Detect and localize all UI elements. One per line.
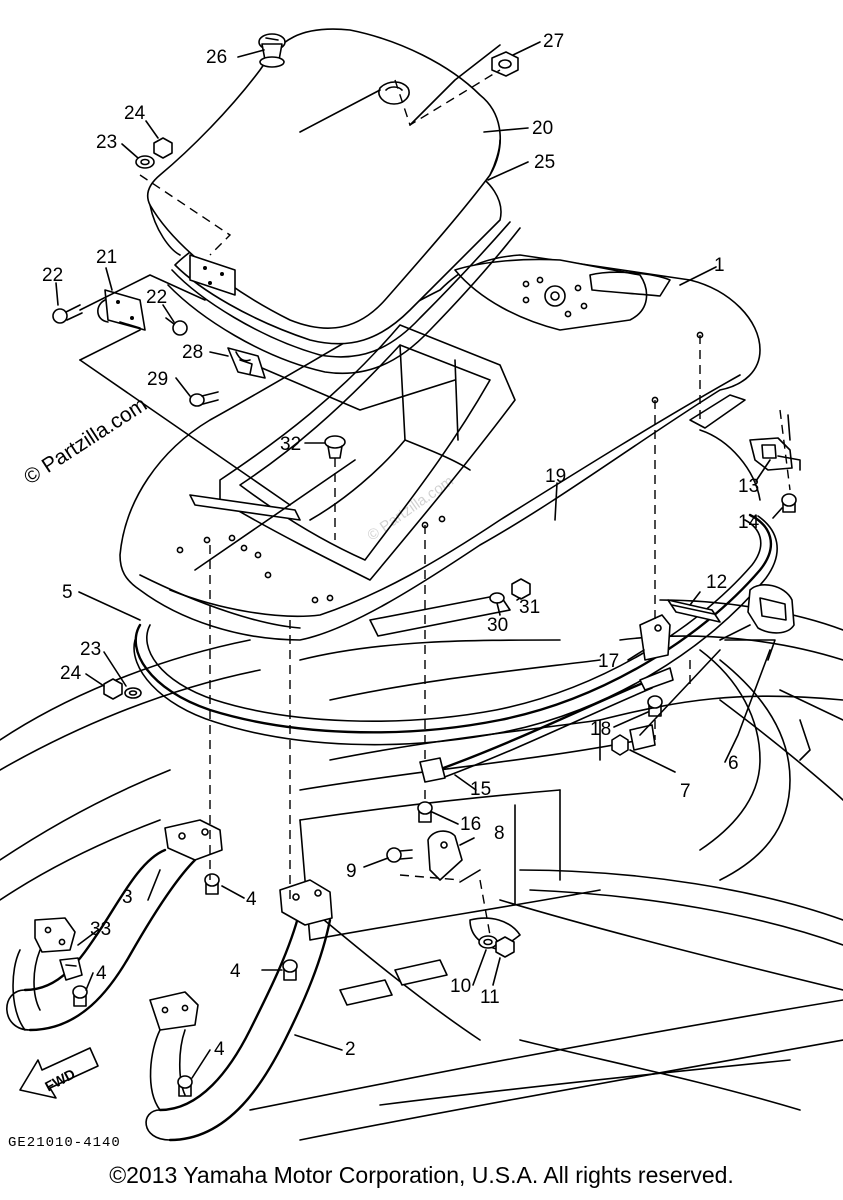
part-label-2: 2 <box>345 1039 356 1060</box>
part-label-30: 30 <box>487 615 509 636</box>
part-label-20: 20 <box>532 118 554 139</box>
part-label-1: 1 <box>714 255 725 276</box>
part-label-22a: 22 <box>42 265 64 286</box>
part-label-3: 3 <box>122 887 133 908</box>
hinge-screw-left <box>53 305 82 323</box>
part-label-22b: 22 <box>146 287 168 308</box>
handle-clip-33 <box>60 958 82 980</box>
stay-bolt <box>648 696 662 716</box>
part-label-9: 9 <box>346 861 357 882</box>
deck-bolt-9 <box>387 848 412 862</box>
washer-nut-10-11 <box>479 936 514 957</box>
hood-cover <box>120 255 760 640</box>
part-label-29: 29 <box>147 369 169 390</box>
handle-bolts <box>73 874 297 1096</box>
deck-bolt-16 <box>418 802 432 822</box>
part-label-21: 21 <box>96 247 118 268</box>
lid-hinge <box>98 290 145 330</box>
part-label-14: 14 <box>738 512 760 533</box>
grab-handle-front <box>146 880 332 1140</box>
part-label-13: 13 <box>738 476 760 497</box>
copyright-notice: ©2013 Yamaha Motor Corporation, U.S.A. A… <box>109 1162 734 1188</box>
part-label-24b: 24 <box>60 663 82 684</box>
part-label-19: 19 <box>545 466 567 487</box>
part-label-28: 28 <box>182 342 204 363</box>
hood-stay-bracket <box>640 615 670 660</box>
fwd-arrow-icon <box>20 1048 98 1098</box>
part-label-23a: 23 <box>96 132 118 153</box>
part-label-17: 17 <box>598 651 620 672</box>
part-label-16: 16 <box>460 814 482 835</box>
nut-washer-top <box>136 138 172 168</box>
part-label-31: 31 <box>519 597 541 618</box>
hood-stay-rod <box>420 668 673 782</box>
part-label-7: 7 <box>680 781 691 802</box>
part-label-15: 15 <box>470 779 492 800</box>
part-label-6: 6 <box>728 753 739 774</box>
latch-bracket <box>750 415 800 470</box>
part-label-32: 32 <box>280 434 302 455</box>
part-label-26: 26 <box>206 47 228 68</box>
part-label-25: 25 <box>534 152 556 173</box>
hinge-screw-right <box>166 318 187 335</box>
drain-plug <box>325 436 345 458</box>
part-label-11: 11 <box>480 987 500 1008</box>
part-label-24a: 24 <box>124 103 146 124</box>
stay-nut <box>612 725 655 755</box>
hull-deck <box>0 600 843 1140</box>
part-label-18: 18 <box>590 719 612 740</box>
deck-bracket <box>428 831 462 880</box>
hood-latch-lower <box>720 585 794 640</box>
drawing-code: GE21010-4140 <box>8 1135 121 1151</box>
assembly-guides <box>140 70 790 935</box>
part-label-4c: 4 <box>96 963 107 984</box>
washer-nut-30-31 <box>490 579 530 603</box>
part-label-10: 10 <box>450 976 472 997</box>
part-label-8: 8 <box>494 823 505 844</box>
part-label-4b: 4 <box>230 961 241 982</box>
part-label-5: 5 <box>62 582 73 603</box>
bracket-bolt <box>782 494 796 512</box>
part-label-4a: 4 <box>246 889 257 910</box>
lid-nut <box>492 52 518 76</box>
part-label-23b: 23 <box>80 639 102 660</box>
part-label-12: 12 <box>706 572 728 593</box>
hood-seal <box>134 430 777 745</box>
latch-screw <box>190 392 218 406</box>
rubber-pad <box>668 600 720 622</box>
nut-washer-lower <box>104 679 141 699</box>
leader-lines <box>56 42 782 1078</box>
grab-handle-rear <box>7 820 222 1030</box>
lid-latch <box>228 348 265 378</box>
part-label-33: 33 <box>90 919 112 940</box>
part-label-4d: 4 <box>214 1039 225 1060</box>
part-label-27: 27 <box>543 31 565 52</box>
lid-knob <box>259 34 285 67</box>
assembly-lines <box>80 45 775 882</box>
